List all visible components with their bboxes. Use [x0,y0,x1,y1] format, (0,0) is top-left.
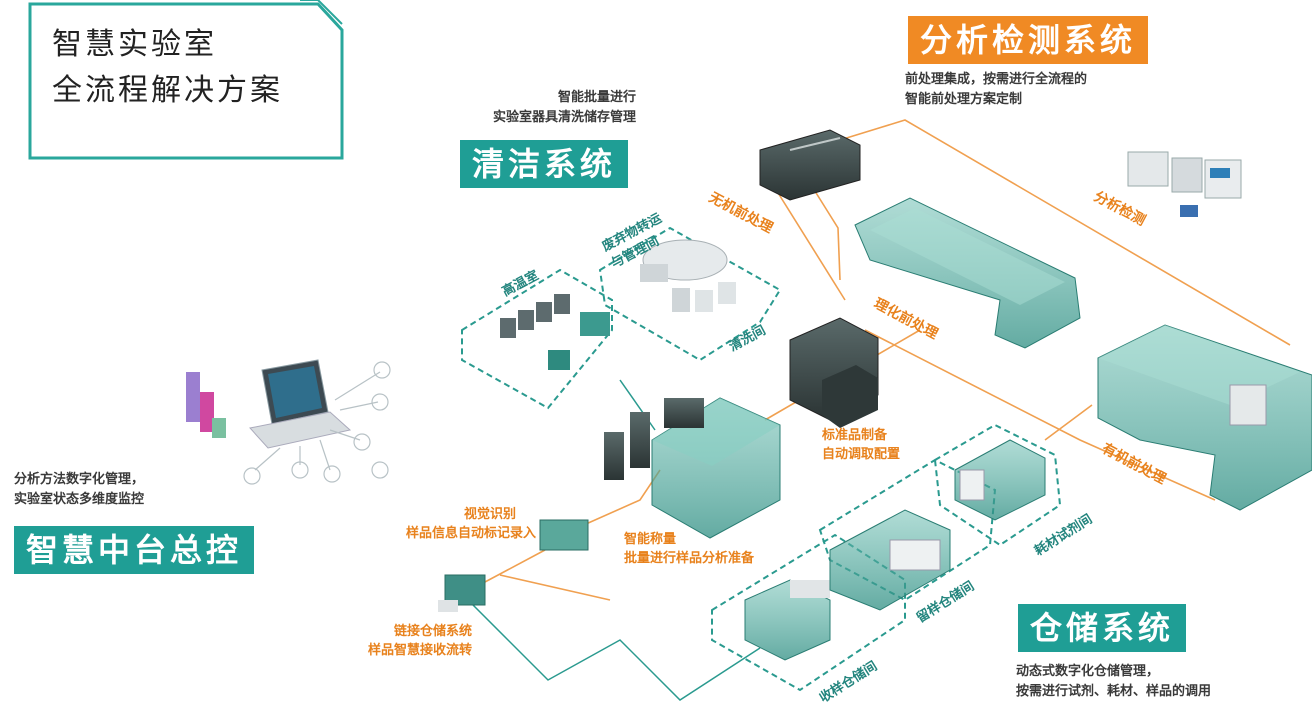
consumables-racks [954,439,1046,521]
zone-high-temp [461,268,613,410]
waste-rotary-equipment [640,239,736,312]
orange-connection-lines [469,119,1291,601]
standard-label: 标准品制备 自动调取配置 [822,426,900,464]
vision-label-line2: 样品信息自动标记录入 [405,526,536,541]
link-label: 链接仓储系统 样品智慧接收流转 [340,622,472,660]
control-banner: 智慧中台总控 [14,526,255,574]
analysis-banner: 分析检测系统 [908,16,1149,64]
main-title-line2: 全流程解决方案 [52,73,283,108]
analysis-desc-line1: 前处理集成，按需进行全流程的 [905,72,1088,87]
weighing-label-line2: 批量进行样品分析准备 [624,551,755,566]
weighing-label: 智能称量 批量进行样品分析准备 [624,530,754,568]
control-network [243,361,391,485]
high-temp-equipment [500,294,610,370]
vision-station [539,519,589,551]
standard-label-line1: 标准品制备 [822,428,888,443]
link-label-line1: 链接仓储系统 [393,624,472,639]
receive-storage-racks [744,579,831,661]
title-frame [28,0,344,160]
cleaning-desc: 智能批量进行 实验室器具清洗储存管理 [440,88,636,128]
vision-label-line1: 视觉识别 [463,507,516,522]
analysis-desc-line2: 智能前处理方案定制 [905,92,1023,107]
vision-label: 视觉识别 样品信息自动标记录入 [378,505,536,543]
physchem-bench [854,197,1081,349]
zone-receive [711,533,906,692]
server-towers [186,372,226,438]
organic-station [1097,324,1312,511]
cleaning-banner: 清洁系统 [460,140,629,188]
analysis-desc: 前处理集成，按需进行全流程的 智能前处理方案定制 [905,70,1087,110]
laptop-icon [249,359,352,449]
storage-banner: 仓储系统 [1018,604,1187,652]
cleaning-desc-line1: 智能批量进行 [557,90,636,105]
retain-storage-racks [829,509,951,611]
link-station [438,574,486,612]
weighing-station [604,397,781,539]
standard-label-line2: 自动调取配置 [822,447,901,462]
zone-waste [598,226,782,362]
weighing-label-line1: 智能称量 [624,532,677,547]
main-title: 智慧实验室 全流程解决方案 [52,22,283,114]
storage-desc: 动态式数字化仓储管理， 按需进行试剂、耗材、样品的调用 [1016,662,1211,702]
detection-instruments [1127,151,1242,217]
standard-prep-station [789,317,879,428]
main-title-line1: 智慧实验室 [52,27,217,62]
link-label-line2: 样品智慧接收流转 [367,643,472,658]
storage-desc-line2: 按需进行试剂、耗材、样品的调用 [1016,684,1212,699]
cleaning-desc-line2: 实验室器具清洗储存管理 [492,110,636,125]
control-desc-line2: 实验室状态多维度监控 [14,492,145,507]
control-desc: 分析方法数字化管理， 实验室状态多维度监控 [14,470,144,510]
storage-desc-line1: 动态式数字化仓储管理， [1016,664,1160,679]
inorganic-equipment [759,129,861,201]
control-desc-line1: 分析方法数字化管理， [14,472,145,487]
zone-consumables [933,423,1062,547]
